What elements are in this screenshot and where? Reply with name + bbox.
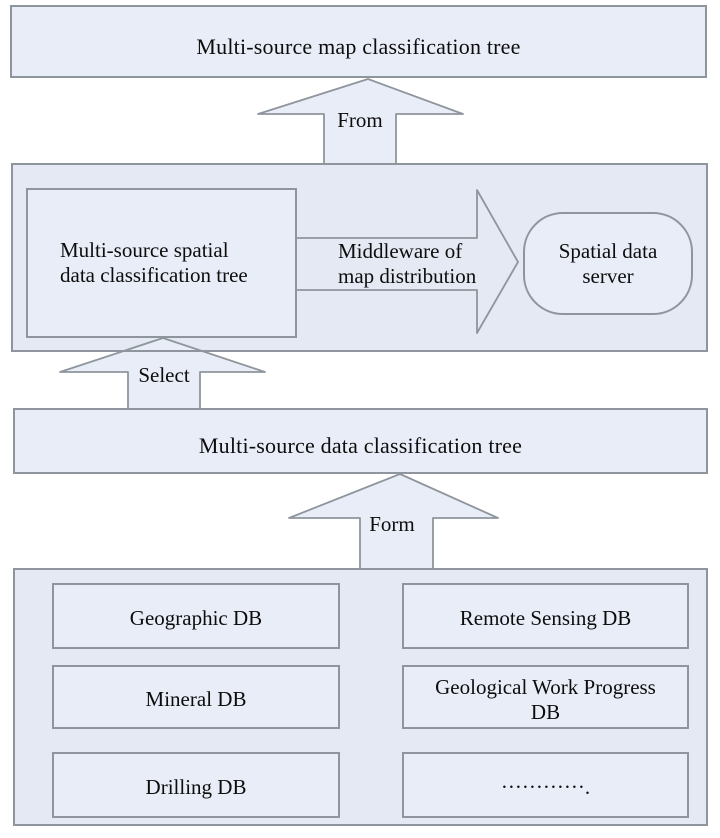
remote-sensing-db-box: Remote Sensing DB xyxy=(402,583,689,649)
drilling-db-label: Drilling DB xyxy=(145,775,247,800)
mineral-db-label: Mineral DB xyxy=(145,687,247,712)
map-classification-tree-label: Multi-source map classification tree xyxy=(196,33,521,59)
spatial-data-tree-box: Multi-source spatial data classification… xyxy=(26,188,297,338)
data-classification-tree-box: Multi-source data classification tree xyxy=(13,408,708,474)
geological-work-progress-db-label: Geological Work Progress DB xyxy=(435,675,656,724)
select-arrow-label: Select xyxy=(138,362,190,387)
geographic-db-label: Geographic DB xyxy=(129,606,263,631)
drilling-db-box: Drilling DB xyxy=(52,752,340,818)
map-classification-tree-box: Multi-source map classification tree xyxy=(10,5,707,78)
spatial-data-server-label: Spatial data server xyxy=(558,238,658,288)
data-classification-tree-label: Multi-source data classification tree xyxy=(198,433,523,458)
mineral-db-box: Mineral DB xyxy=(52,665,340,729)
middleware-arrow-label: Middleware of map distribution xyxy=(338,239,477,288)
form-arrow-label: Form xyxy=(369,512,415,536)
spatial-data-server-node: Spatial data server xyxy=(523,212,693,315)
geographic-db-box: Geographic DB xyxy=(52,583,340,649)
geological-work-progress-db-box: Geological Work Progress DB xyxy=(402,665,689,729)
spatial-data-tree-label: Multi-source spatial data classification… xyxy=(60,238,248,287)
remote-sensing-db-label: Remote Sensing DB xyxy=(459,606,632,631)
ellipsis-db-label: ············. xyxy=(500,775,591,800)
from-arrow-label: From xyxy=(337,107,383,132)
ellipsis-db-box: ············. xyxy=(402,752,689,818)
